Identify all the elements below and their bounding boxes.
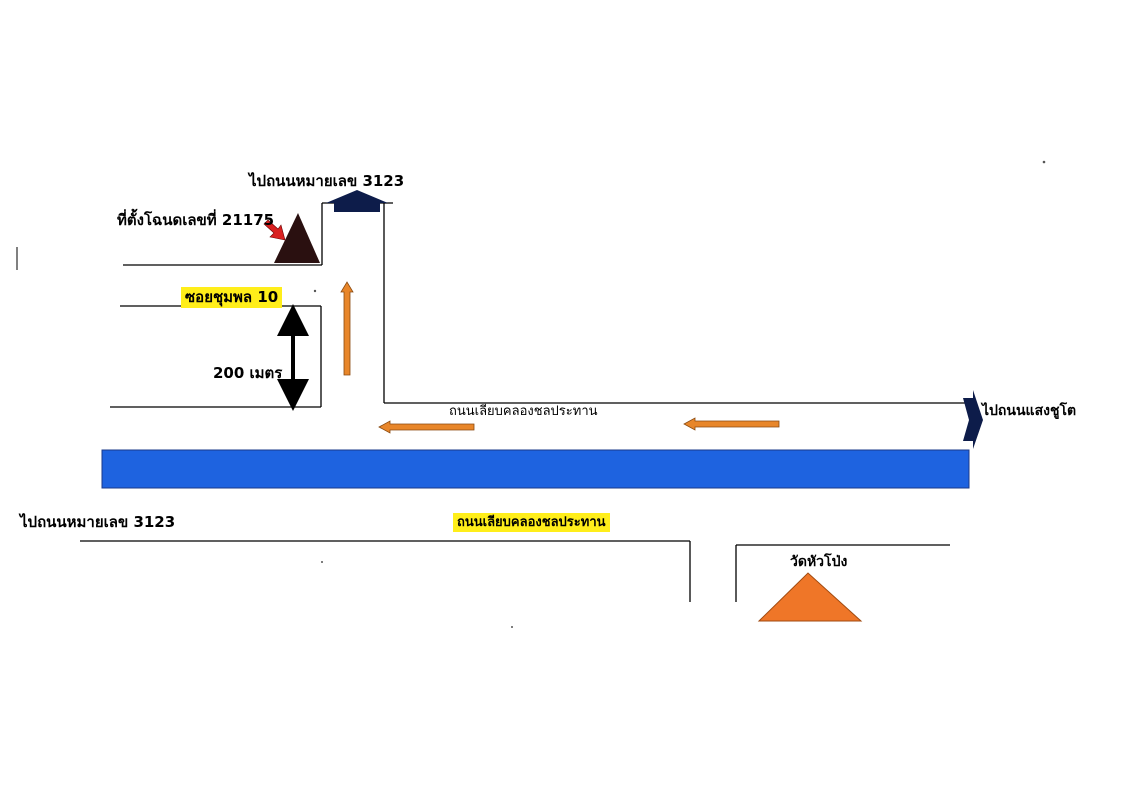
flow-arrows [340,281,780,434]
label-to-road-3123-left: ไปถนนหมายเลข 3123 [20,513,176,531]
label-canal-road-upper: ถนนเลียบคลองชลประทาน [449,404,598,419]
temple-triangle-icon [757,572,863,622]
east-direction-arrow-icon [963,390,983,449]
label-temple: วัดหัวโป่ง [790,554,848,570]
scan-specks [313,160,1046,628]
label-distance: 200 เมตร [213,364,283,382]
deed-triangle-icon [274,213,320,263]
north-direction-arrow-icon [326,190,388,212]
flow-arrow-left [378,420,475,434]
label-canal-road-lower: ถนนเลียบคลองชลประทาน [453,513,610,532]
irrigation-canal [101,449,970,489]
red-pointer-arrow-icon [263,219,286,241]
label-soi: ซอยชุมพล 10 [181,287,283,308]
label-to-saeng-chuto: ไปถนนแสงชูโต [982,403,1077,419]
label-deed-location: ที่ตั้งโฉนดเลขที่ 21175 [117,211,275,229]
label-to-road-3123-top: ไปถนนหมายเลข 3123 [249,172,405,190]
flow-arrow-left [683,417,780,431]
road-lines [80,202,975,602]
flow-arrow-up [340,281,354,376]
